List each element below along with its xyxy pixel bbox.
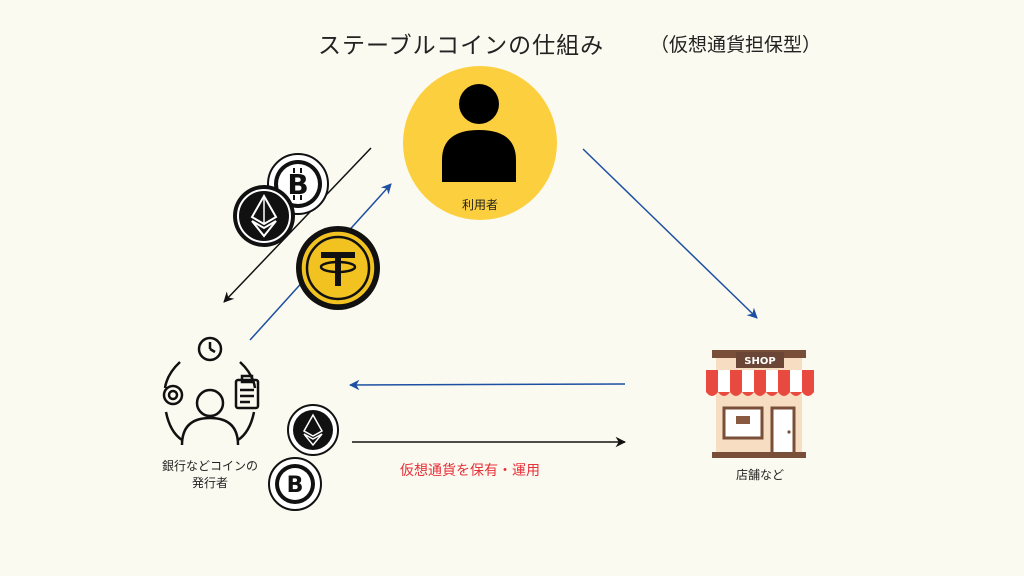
svg-text:B: B — [287, 168, 308, 201]
svg-text:B: B — [287, 473, 304, 498]
ethereum-icon — [287, 404, 339, 456]
ethereum-icon — [233, 185, 295, 247]
bitcoin-icon: B — [268, 457, 322, 511]
store-icon: SHOP — [706, 350, 814, 458]
user-icon — [442, 84, 516, 182]
flow-label: 仮想通貨を保有・運用 — [400, 463, 540, 479]
diagram-title: ステーブルコインの仕組み — [318, 33, 605, 59]
store-label: 店舗など — [735, 468, 784, 482]
tether-icon — [296, 226, 380, 310]
arrow-user-to-issuer — [223, 147, 372, 303]
arrow-user-to-store — [582, 148, 758, 319]
issuer-label: 銀行などコインの 発行者 — [140, 458, 280, 492]
issuer-label-line2: 発行者 — [191, 476, 228, 490]
issuer-label-line1: 銀行などコインの — [161, 459, 258, 473]
user-node — [403, 66, 557, 220]
store-sign: SHOP — [744, 356, 775, 367]
issuer-icon — [162, 336, 260, 446]
diagram-subtitle: （仮想通貨担保型） — [650, 34, 822, 56]
arrow-store-to-issuer — [348, 379, 626, 391]
user-label: 利用者 — [461, 198, 498, 212]
